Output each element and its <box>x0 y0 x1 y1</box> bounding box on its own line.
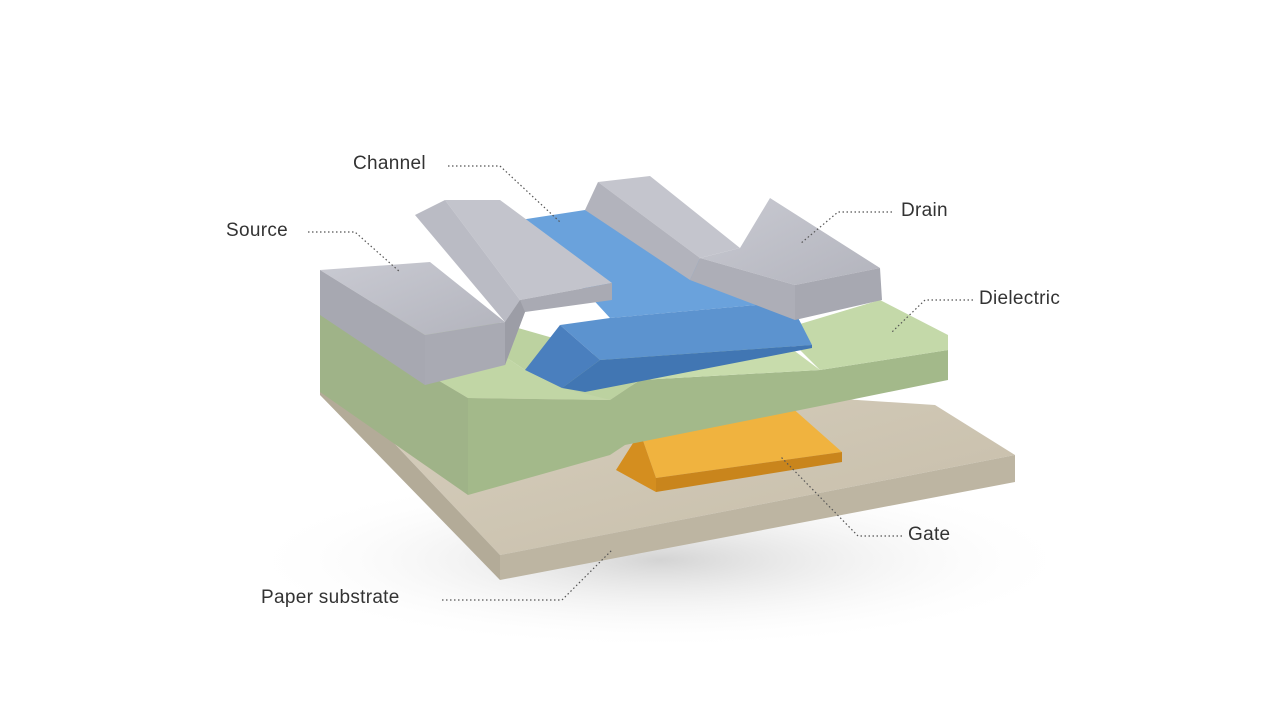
leader-paper <box>442 549 613 601</box>
leader-channel <box>448 165 561 223</box>
leader-gate <box>779 455 902 537</box>
label-paper-substrate: Paper substrate <box>261 587 400 608</box>
label-source: Source <box>226 220 289 241</box>
drain-layer <box>585 176 882 320</box>
label-channel: Channel <box>353 153 426 174</box>
source-layer <box>320 200 612 385</box>
label-gate: Gate <box>908 524 951 545</box>
leader-dielectric <box>891 299 973 333</box>
leader-lines <box>308 165 973 601</box>
label-drain: Drain <box>901 200 948 221</box>
label-dielectric: Dielectric <box>979 288 1061 309</box>
